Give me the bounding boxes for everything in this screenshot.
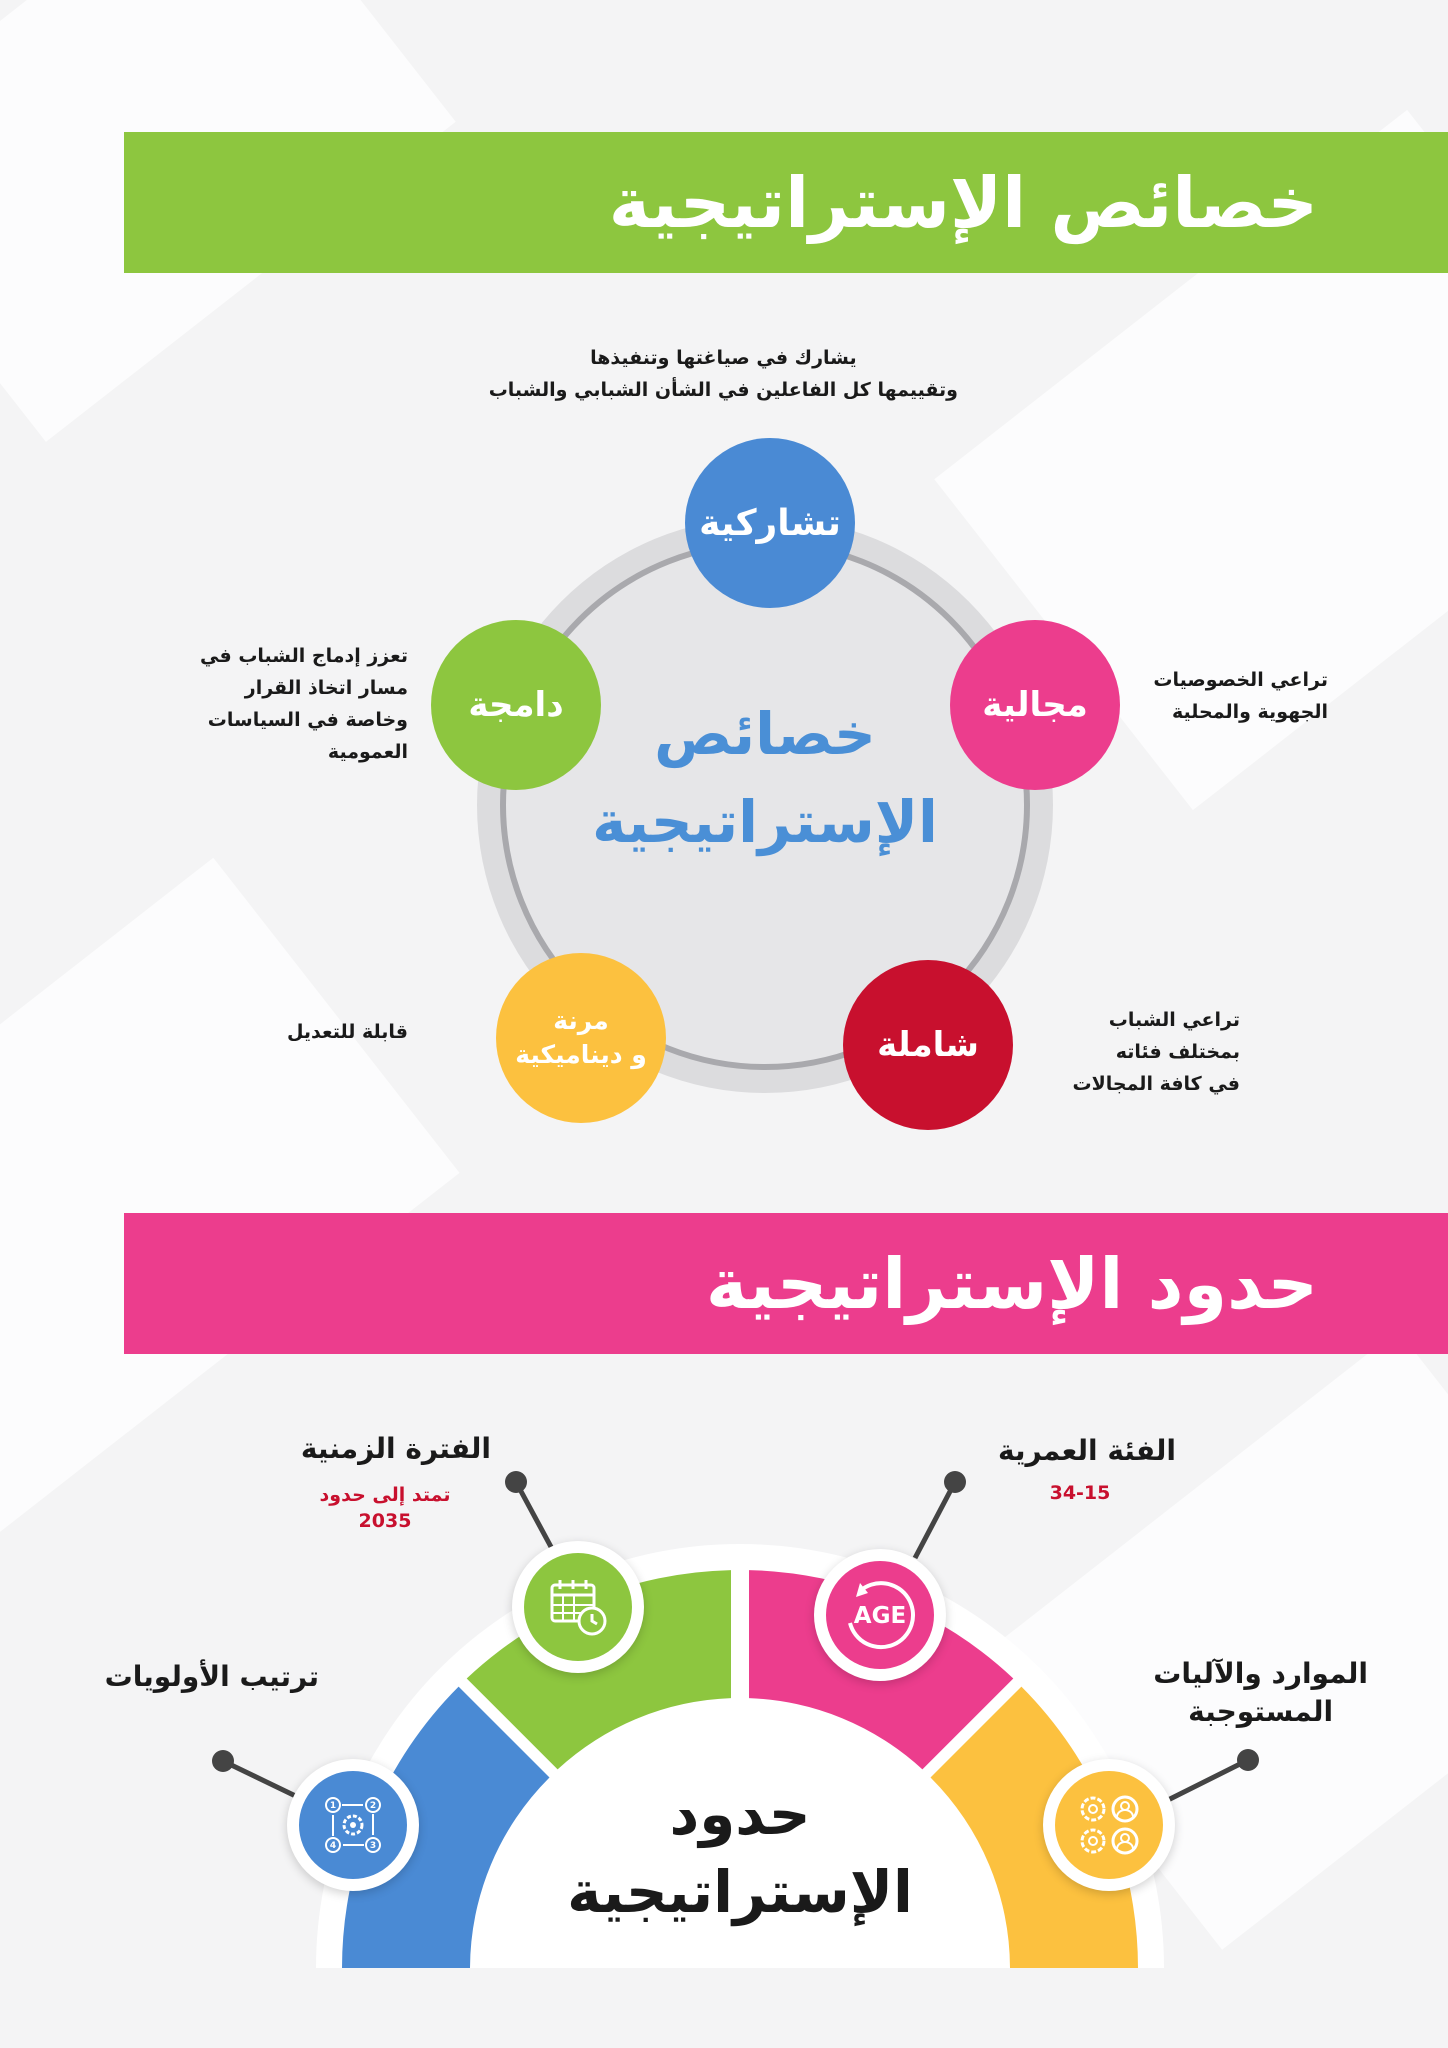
flexible-description: قابلة للتعديل xyxy=(286,1021,408,1043)
time-period-detail: تمتد إلى حدود 2035 xyxy=(319,1484,451,1532)
diagram-center-title: خصائص الإستراتيجية xyxy=(592,700,938,856)
inclusive-description: تعزز إدماج الشباب في مسار اتخاذ القرار و… xyxy=(200,645,408,763)
characteristics-banner: خصائص الإستراتيجية xyxy=(124,132,1448,273)
flexible-node: مرنة و ديناميكية xyxy=(496,953,666,1123)
age-group-badge: AGE xyxy=(814,1549,946,1681)
svg-text:3: 3 xyxy=(370,1841,376,1851)
age-group-detail: 34-15 xyxy=(1049,1482,1111,1504)
inclusive-node: دامجة xyxy=(431,620,601,790)
priorities-badge: 1 2 3 4 xyxy=(287,1759,419,1891)
territorial-description: تراعي الخصوصيات الجهوية والمحلية xyxy=(1153,669,1328,723)
priorities-title: ترتيب الأولويات xyxy=(104,1660,319,1693)
calendar-clock-icon xyxy=(550,1580,607,1636)
resources-badge xyxy=(1043,1759,1175,1891)
age-group-title: الفئة العمرية xyxy=(997,1434,1176,1467)
svg-text:2: 2 xyxy=(370,1801,376,1811)
svg-text:4: 4 xyxy=(330,1841,336,1851)
characteristics-banner-title: خصائص الإستراتيجية xyxy=(608,161,1318,244)
comprehensive-description: تراعي الشباب بمختلف فئاته في كافة المجال… xyxy=(1072,1009,1241,1095)
age-icon: AGE xyxy=(848,1581,916,1650)
characteristics-diagram xyxy=(477,517,1053,1093)
boundaries-banner: حدود الإستراتيجية xyxy=(124,1213,1448,1354)
resources-gears-icon xyxy=(1080,1795,1139,1855)
participatory-description: يشارك في صياغتها وتنفيذها وتقييمها كل ال… xyxy=(488,347,958,401)
svg-text:1: 1 xyxy=(330,1801,336,1811)
comprehensive-node: شاملة xyxy=(843,960,1013,1130)
participatory-node: تشاركية xyxy=(685,438,855,608)
time-period-title: الفترة الزمنية xyxy=(300,1432,491,1465)
resources-title: الموارد والآليات المستوجبة xyxy=(1153,1657,1368,1728)
svg-text:AGE: AGE xyxy=(854,1603,906,1629)
boundaries-center-title: حدود الإستراتيجية xyxy=(567,1780,913,1926)
priority-steps-icon: 1 2 3 4 xyxy=(325,1797,381,1853)
time-period-badge xyxy=(512,1541,644,1673)
territorial-node: مجالية xyxy=(950,620,1120,790)
boundaries-banner-title: حدود الإستراتيجية xyxy=(705,1242,1318,1325)
